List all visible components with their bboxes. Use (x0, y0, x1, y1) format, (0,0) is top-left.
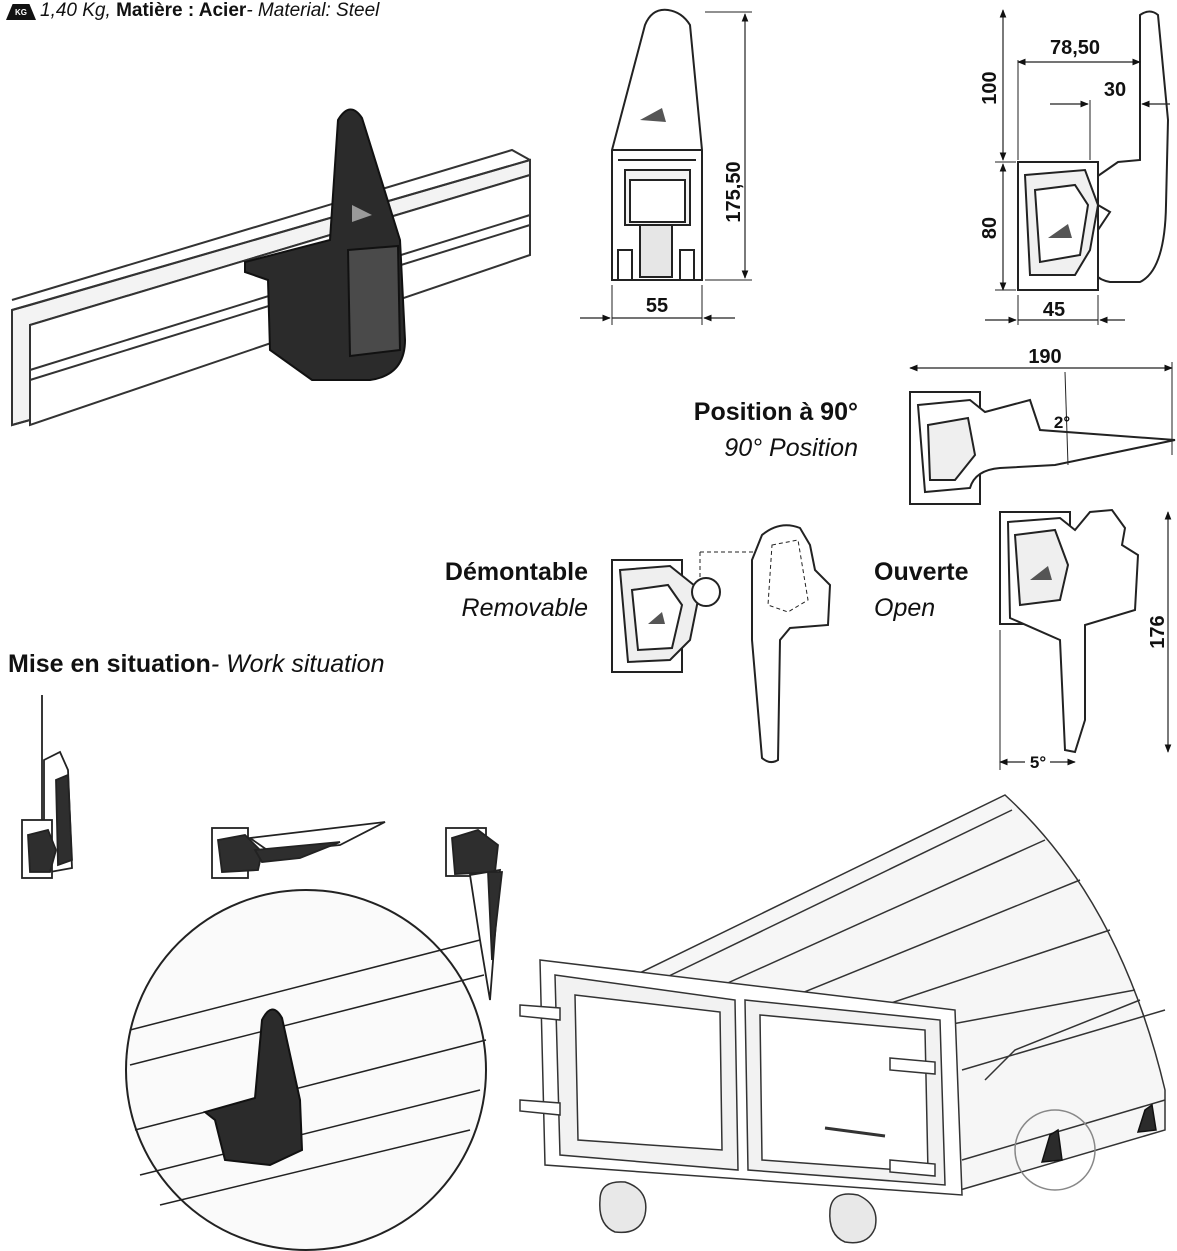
caption-removable: Démontable Removable (380, 554, 588, 626)
caption-removable-fr: Démontable (444, 558, 588, 586)
open-height-label: 176 (1147, 615, 1169, 648)
caption-position-90-en: 90° Position (724, 434, 858, 462)
caption-open-fr: Ouverte (874, 558, 969, 586)
front-height-label: 175,50 (723, 161, 745, 222)
caption-open: Ouverte Open (874, 554, 1004, 626)
section-title-fr: Mise en situation (8, 650, 211, 678)
side-base-label: 45 (1043, 299, 1065, 321)
weight-icon: KG (6, 4, 36, 20)
pos90-length-label: 190 (1028, 346, 1061, 368)
caption-open-en: Open (874, 594, 936, 622)
zoom-detail-circle (125, 889, 487, 1251)
caption-removable-en: Removable (461, 594, 588, 622)
material-fr: Matière : Acier (116, 0, 247, 21)
caption-position-90-fr: Position à 90° (693, 398, 858, 426)
caption-position-90: Position à 90° 90° Position (600, 394, 858, 466)
pos90-angle-label: 2° (1054, 413, 1070, 432)
side-upper-height-label: 100 (979, 71, 1001, 104)
open-angle-label: 5° (1030, 753, 1046, 772)
section-title-work-situation: Mise en situation- Work situation (8, 650, 384, 679)
open-drawing (999, 508, 1172, 770)
position-90-drawing (909, 362, 1176, 505)
front-view-drawing (580, 8, 752, 325)
hook-on-rail-illustration (11, 108, 531, 427)
trailer-illustration (519, 794, 1166, 1244)
section-title-en: - Work situation (210, 650, 385, 678)
work-situation-views (21, 695, 504, 1001)
removable-drawing (611, 524, 832, 764)
material-en: - Material: Steel (246, 0, 380, 21)
side-top-width-label: 78,50 (1050, 37, 1100, 59)
front-width-label: 55 (646, 295, 668, 317)
side-offset-label: 30 (1104, 79, 1126, 101)
weight-value: 1,40 Kg, (40, 0, 111, 21)
side-lower-height-label: 80 (979, 217, 1001, 239)
side-view-drawing (985, 9, 1170, 325)
